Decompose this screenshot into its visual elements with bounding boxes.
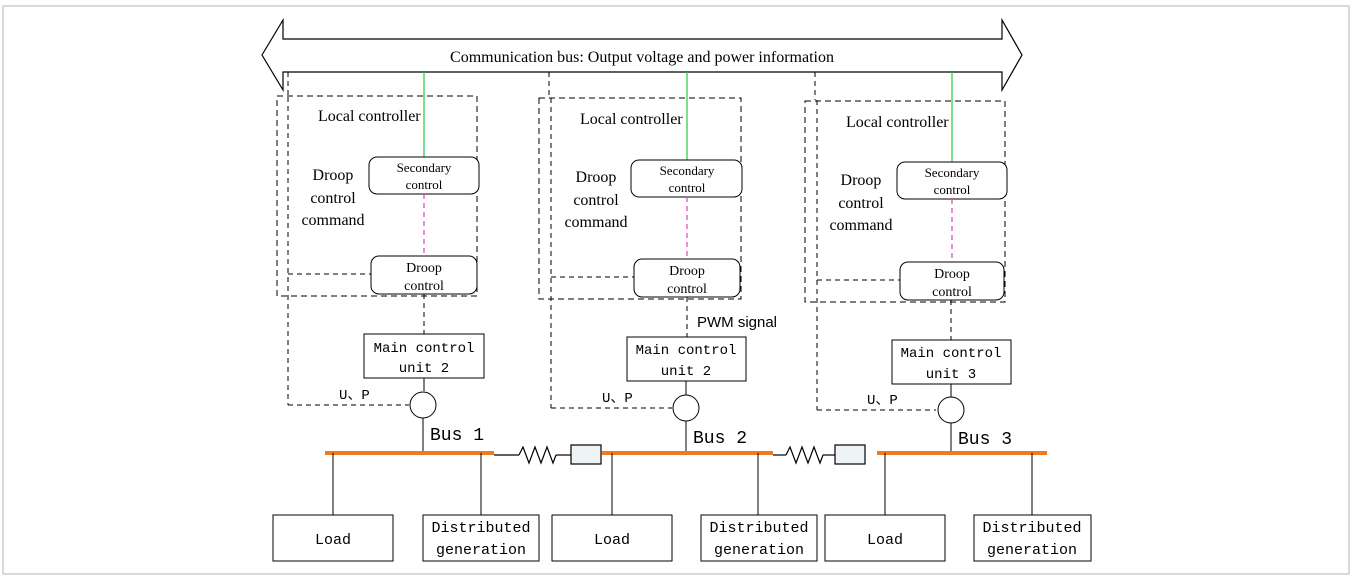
pwm-signal-label: PWM signal	[697, 314, 777, 331]
secondary-control-label-2a: Secondary	[660, 163, 715, 178]
droop-command-line3-2: command	[564, 214, 627, 231]
dg-label-1a: Distributed	[431, 520, 530, 537]
droop-command-line3-3: command	[829, 217, 892, 234]
sensor-circle-2	[672, 394, 700, 422]
resistor-icon-2	[785, 445, 824, 465]
droop-command-line2-3: control	[838, 195, 884, 212]
droop-control-label-1a: Droop	[406, 261, 442, 276]
dg-box-1	[422, 514, 540, 562]
main-control-unit-box-3	[891, 339, 1012, 385]
droop-control-label-3a: Droop	[934, 267, 970, 282]
dg-label-2b: generation	[714, 542, 804, 559]
local-controller-label-2: Local controller	[580, 111, 683, 128]
main-control-unit-label-3a: Main control	[901, 346, 1002, 362]
communication-bus-arrow	[261, 17, 1023, 93]
droop-control-box-3	[899, 261, 1005, 301]
tie-line-2	[773, 444, 866, 465]
secondary-control-label-2b: control	[669, 180, 706, 195]
sensor-circle-3	[937, 396, 965, 424]
droop-control-label-2b: control	[667, 282, 707, 297]
secondary-control-label-1a: Secondary	[397, 160, 452, 175]
main-control-unit-label-2a: Main control	[636, 343, 737, 359]
local-controller-box-2	[538, 97, 742, 300]
load-label-2: Load	[594, 532, 630, 549]
droop-control-label-2a: Droop	[669, 264, 705, 279]
secondary-control-label-3a: Secondary	[925, 165, 980, 180]
bus-label-2: Bus 2	[693, 429, 747, 449]
secondary-control-label-3b: control	[934, 182, 971, 197]
comm-dashed-links	[287, 72, 816, 100]
load-boxes	[272, 514, 1092, 562]
droop-command-line1-1: Droop	[313, 167, 354, 184]
load-box-2	[551, 514, 673, 562]
load-label-3: Load	[867, 532, 903, 549]
figure-frame	[2, 5, 1350, 575]
secondary-control-label-1b: control	[406, 177, 443, 192]
measurement-label-1: U、P	[339, 388, 370, 404]
unit-2: Local controller Droop control command S…	[538, 72, 777, 453]
dg-box-3	[973, 514, 1092, 562]
dg-label-2a: Distributed	[709, 520, 808, 537]
dg-label-3b: generation	[987, 542, 1077, 559]
main-control-unit-label-2b: unit 2	[661, 364, 711, 380]
sensor-circle-1	[409, 391, 437, 419]
unit-3: Local controller Droop control command S…	[804, 72, 1012, 453]
droop-control-label-1b: control	[404, 279, 444, 294]
feeder-lines	[332, 453, 1033, 515]
local-controller-box-1	[276, 95, 478, 297]
droop-command-line3-1: command	[301, 212, 364, 229]
inductor-box-2	[834, 444, 866, 465]
measurement-label-3: U、P	[867, 393, 898, 409]
local-controller-label-3: Local controller	[846, 114, 949, 131]
main-control-unit-box-1	[363, 333, 485, 379]
main-control-unit-box-2	[626, 336, 747, 382]
droop-command-line1-3: Droop	[841, 172, 882, 189]
local-controller-label-1: Local controller	[318, 108, 421, 125]
droop-command-line2-1: control	[310, 190, 356, 207]
main-control-unit-label-3b: unit 3	[926, 367, 976, 383]
inductor-box-1	[570, 444, 602, 465]
main-control-unit-label-1b: unit 2	[399, 361, 449, 377]
droop-command-line1-2: Droop	[576, 169, 617, 186]
load-label-1: Load	[315, 532, 351, 549]
bus-label-1: Bus 1	[430, 426, 484, 446]
dg-box-2	[700, 514, 818, 562]
tie-line-1	[494, 444, 602, 465]
communication-bus-label: Communication bus: Output voltage and po…	[450, 49, 834, 66]
feedback-dashed-2	[550, 98, 688, 409]
dg-label-3a: Distributed	[982, 520, 1081, 537]
resistor-icon-1	[518, 445, 557, 465]
feedback-dashed-3	[816, 100, 952, 411]
load-box-1	[272, 514, 394, 562]
bus-label-3: Bus 3	[958, 430, 1012, 450]
droop-control-label-3b: control	[932, 285, 972, 300]
droop-command-line2-2: control	[573, 192, 619, 209]
unit-1: Local controller Droop control command S…	[276, 72, 485, 453]
load-box-3	[824, 514, 946, 562]
dg-label-1b: generation	[436, 542, 526, 559]
local-controller-box-3	[804, 100, 1006, 303]
feedback-dashed-1	[287, 97, 425, 406]
main-control-unit-label-1a: Main control	[374, 341, 475, 357]
measurement-label-2: U、P	[602, 391, 633, 407]
